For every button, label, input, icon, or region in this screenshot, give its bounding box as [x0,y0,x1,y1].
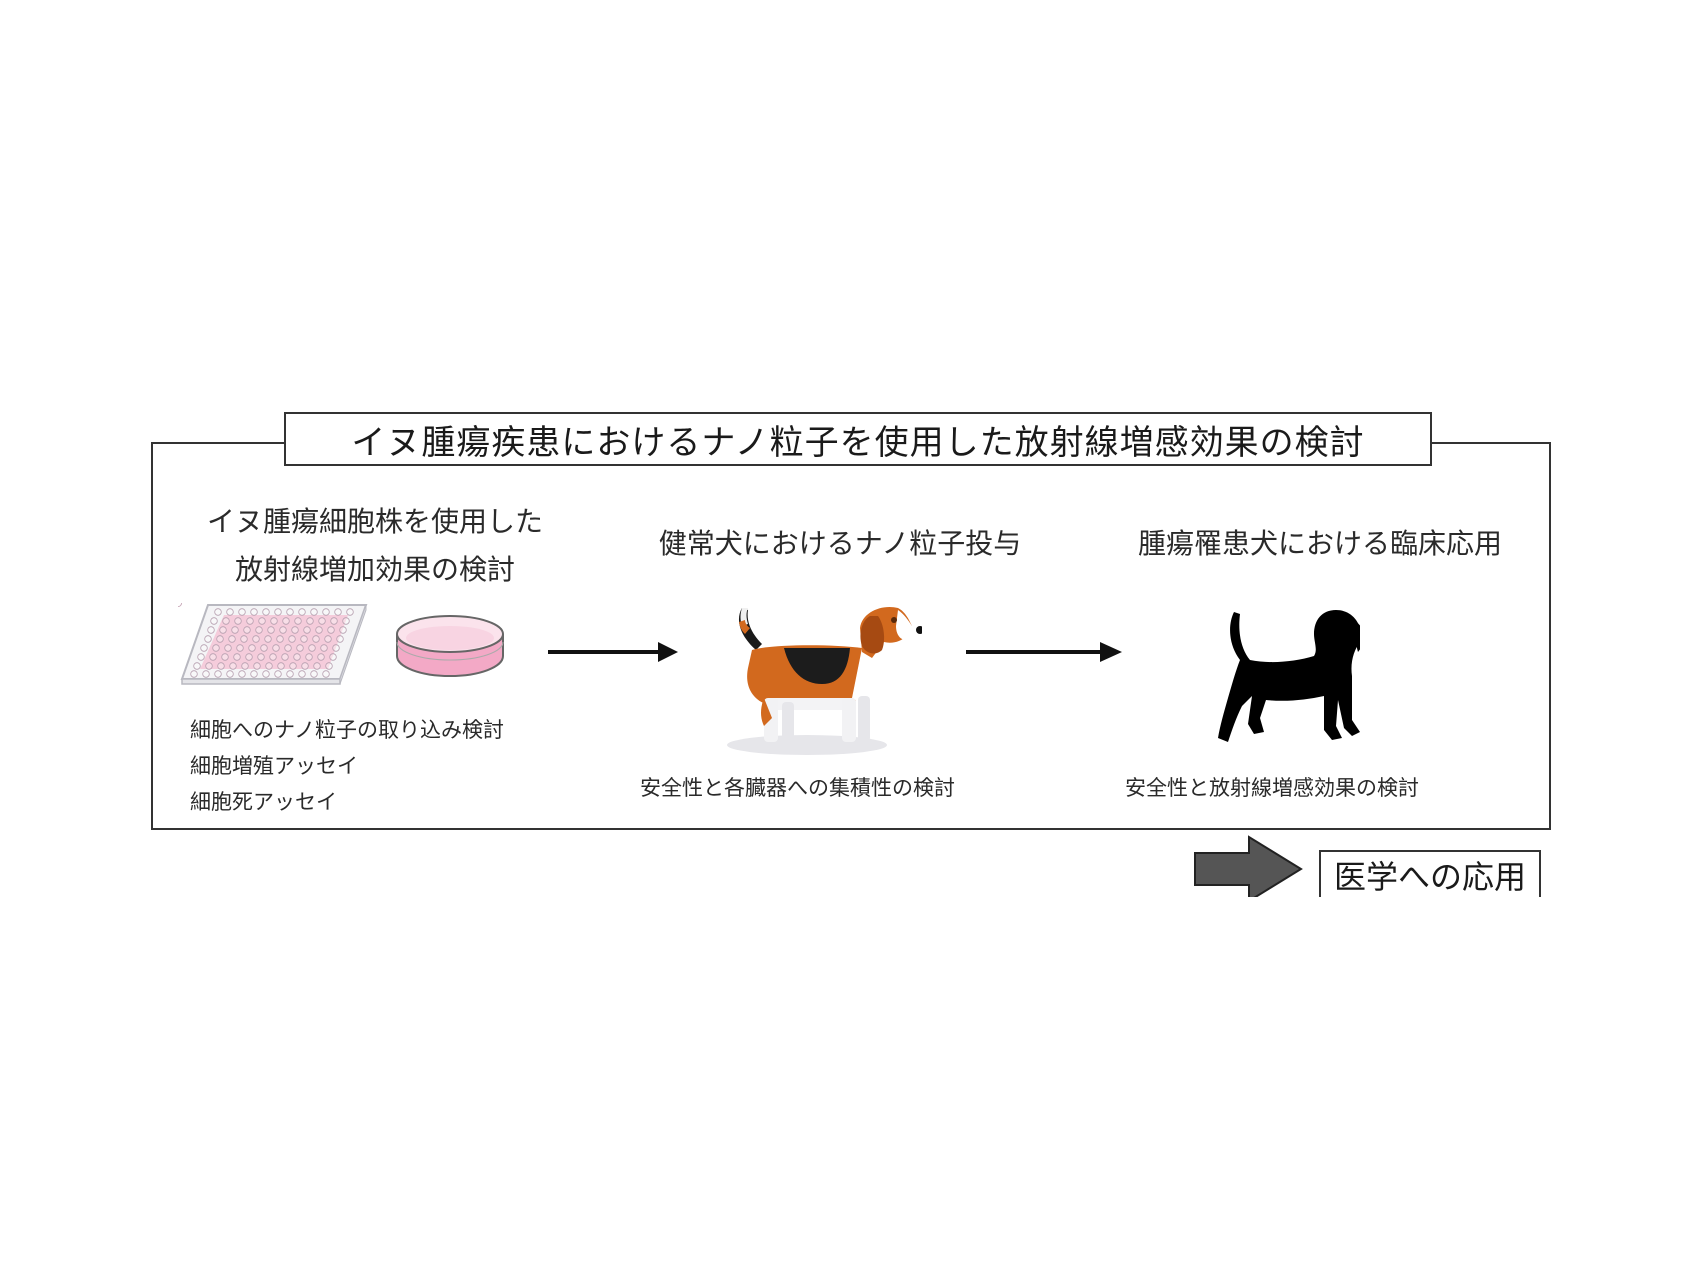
outcome-box: 医学への応用 [1319,850,1541,900]
step1-heading: イヌ腫瘍細胞株を使用した 放射線増加効果の検討 [175,498,575,594]
flow-arrow-1-icon [548,642,678,662]
beagle-dog-icon [727,606,922,755]
outcome-arrow-icon [1194,835,1303,897]
step1-heading-line2: 放射線増加効果の検討 [234,553,515,586]
blank-area [0,897,1707,1280]
petri-dish-icon [396,615,504,677]
flow-arrow-2-icon [966,642,1122,662]
step2-heading-line1: 健常犬におけるナノ粒子投与 [658,527,1022,560]
step2-captions: 安全性と各臓器への集積性の検討 [640,770,955,806]
diagram-title-text: イヌ腫瘍疾患におけるナノ粒子を使用した放射線増感効果の検討 [351,422,1365,463]
dog-silhouette-icon [1218,610,1360,742]
step2-caption-1: 安全性と各臓器への集積性の検討 [640,776,955,800]
well-plate-icon [178,603,368,685]
step3-caption-1: 安全性と放射線増感効果の検討 [1125,776,1419,800]
step1-caption-1: 細胞へのナノ粒子の取り込み検討 [190,718,504,742]
step3-heading: 腫瘍罹患犬における臨床応用 [1110,520,1530,568]
step1-caption-3: 細胞死アッセイ [190,790,337,814]
step1-captions: 細胞へのナノ粒子の取り込み検討 細胞増殖アッセイ 細胞死アッセイ [190,712,504,820]
diagram-title: イヌ腫瘍疾患におけるナノ粒子を使用した放射線増感効果の検討 [284,412,1432,466]
step3-heading-line1: 腫瘍罹患犬における臨床応用 [1137,527,1502,560]
step1-caption-2: 細胞増殖アッセイ [190,754,358,778]
step2-heading: 健常犬におけるナノ粒子投与 [630,520,1050,568]
outcome-label: 医学への応用 [1333,858,1526,896]
step3-captions: 安全性と放射線増感効果の検討 [1125,770,1419,806]
step1-heading-line1: イヌ腫瘍細胞株を使用した [206,505,543,538]
